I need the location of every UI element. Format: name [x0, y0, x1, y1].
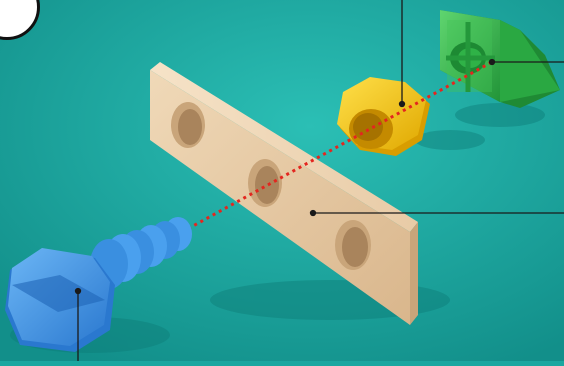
screw-head — [5, 248, 115, 352]
